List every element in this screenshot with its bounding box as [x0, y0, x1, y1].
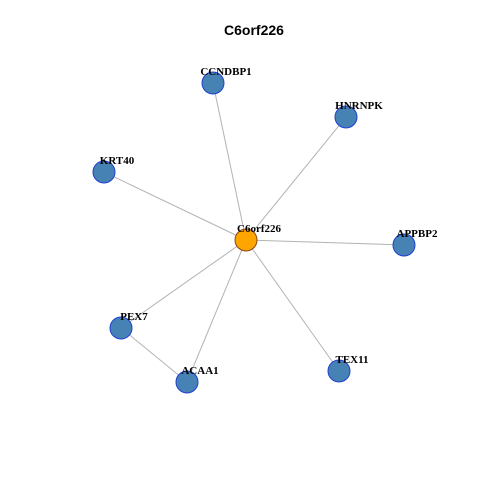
edge-c6orf226-hnrnpk: [245, 116, 347, 241]
node-label: CCNDBP1: [200, 66, 251, 78]
node-circle[interactable]: [327, 359, 351, 383]
node-label: ACAA1: [181, 365, 218, 377]
node-circle[interactable]: [109, 316, 133, 340]
edge-c6orf226-ccndbp1: [212, 82, 247, 241]
edge-c6orf226-krt40: [103, 171, 247, 241]
node-label: KRT40: [100, 155, 135, 167]
node-ccndbp1[interactable]: CCNDBP1: [200, 66, 252, 95]
node-circle[interactable]: [175, 370, 199, 394]
edge-layer: [103, 82, 405, 383]
node-circle[interactable]: [92, 160, 116, 184]
node-krt40[interactable]: KRT40: [92, 155, 135, 184]
node-label: PEX7: [120, 311, 148, 323]
node-tex11[interactable]: TEX11: [327, 354, 369, 383]
node-pex7[interactable]: PEX7: [109, 311, 148, 340]
edge-pex7-acaa1: [120, 327, 188, 383]
node-acaa1[interactable]: ACAA1: [175, 365, 219, 394]
edge-c6orf226-tex11: [245, 239, 340, 372]
node-label: C6orf226: [237, 223, 281, 235]
node-c6orf226[interactable]: C6orf226: [234, 223, 281, 252]
node-hnrnpk[interactable]: HNRNPK: [334, 100, 383, 129]
node-circle[interactable]: [392, 233, 416, 257]
edge-c6orf226-pex7: [120, 239, 247, 329]
node-circle[interactable]: [234, 228, 258, 252]
node-label: TEX11: [335, 354, 368, 366]
diagram-title: C6orf226: [224, 22, 284, 38]
node-appbp2[interactable]: APPBP2: [392, 228, 438, 257]
node-label: HNRNPK: [335, 100, 383, 112]
edge-c6orf226-appbp2: [245, 239, 405, 246]
node-label: APPBP2: [397, 228, 438, 240]
node-circle[interactable]: [201, 71, 225, 95]
edge-c6orf226-acaa1: [186, 239, 247, 383]
node-circle[interactable]: [334, 105, 358, 129]
